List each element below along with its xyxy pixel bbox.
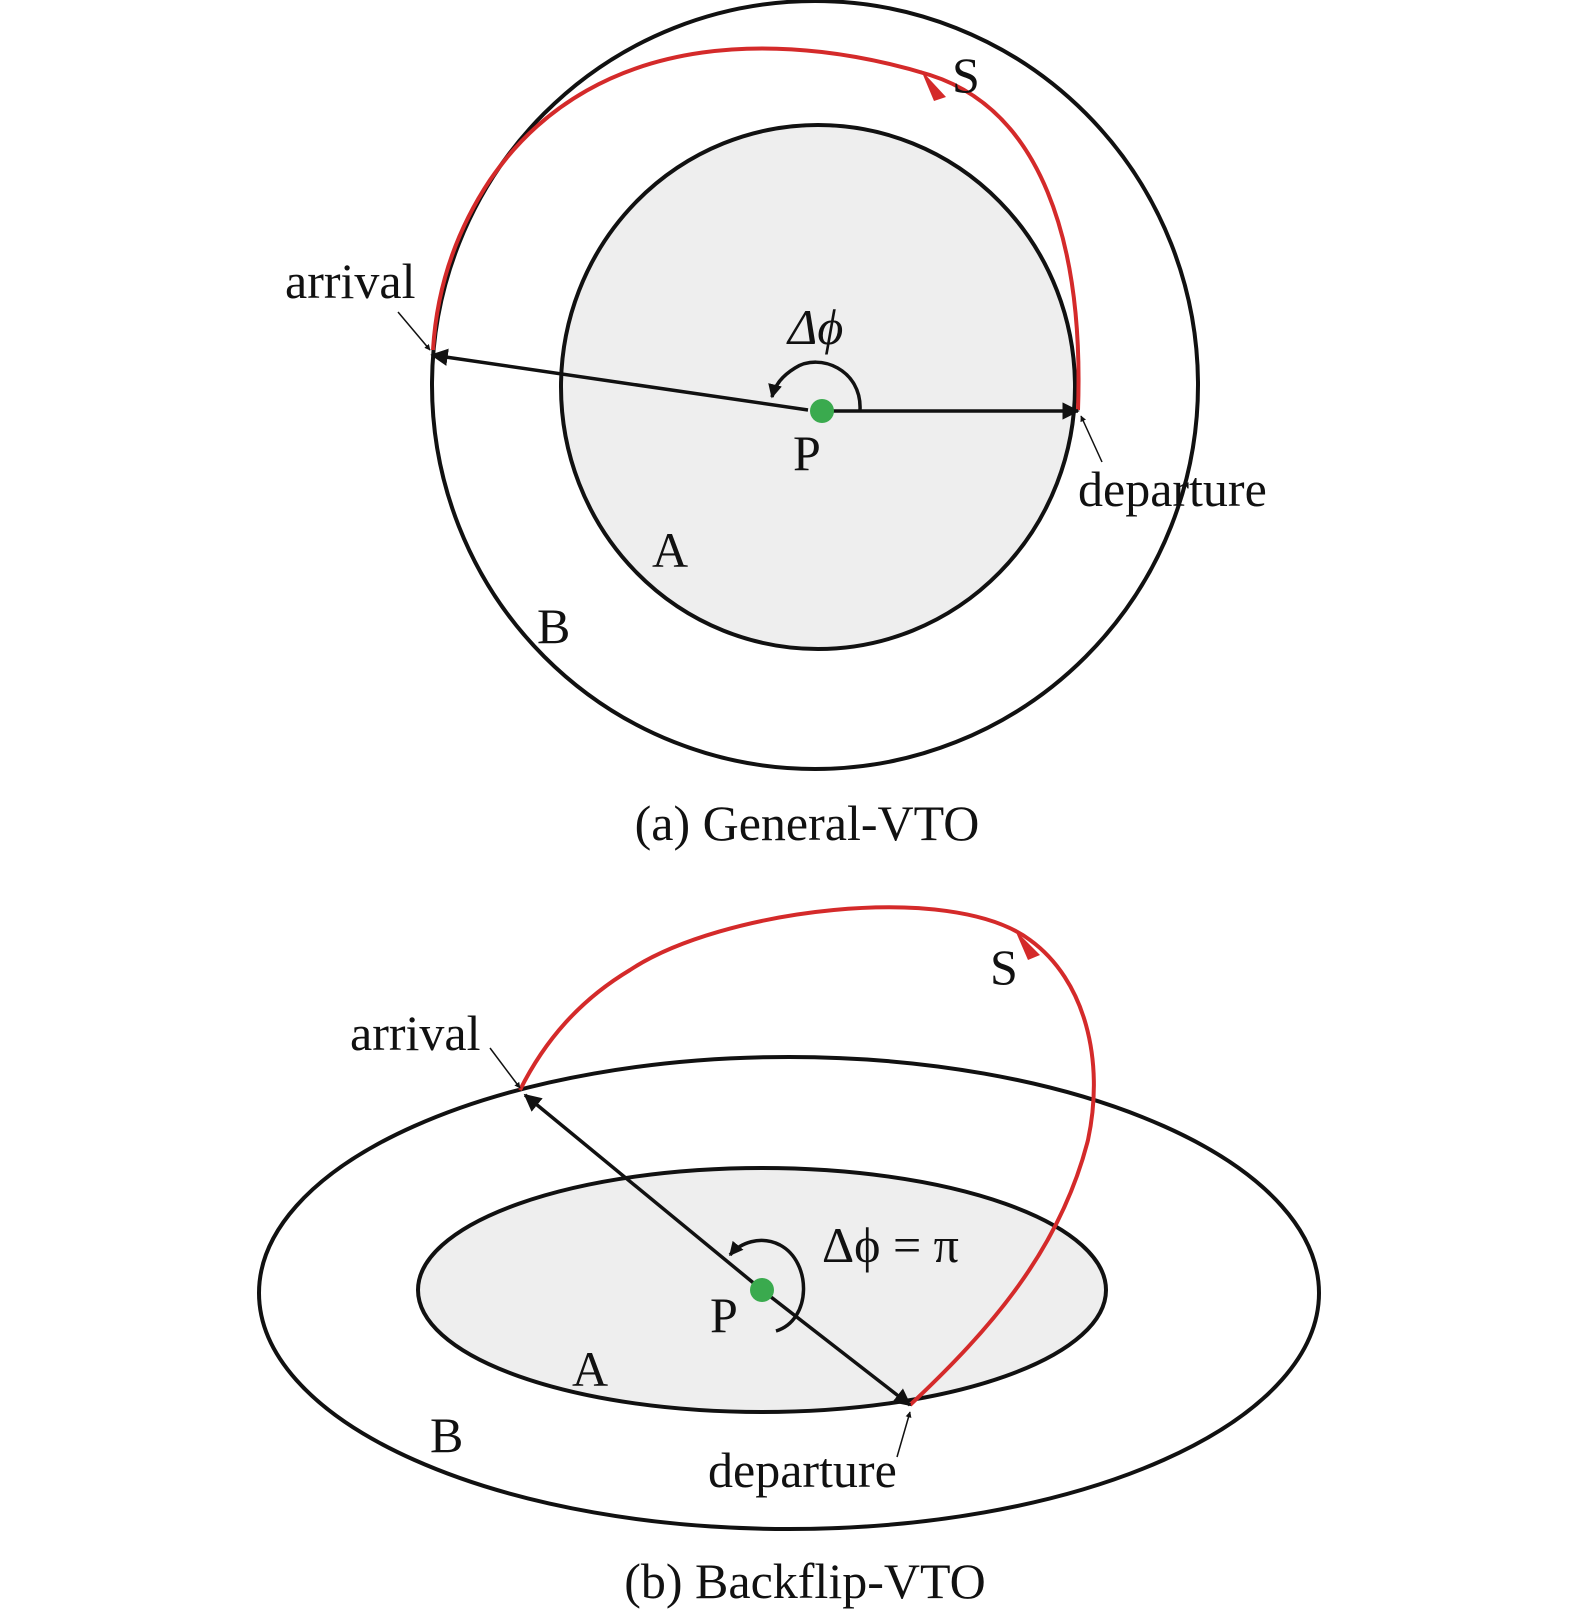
departure-vector xyxy=(760,1288,912,1407)
trajectory-path xyxy=(518,905,1096,1407)
orbit-b-outer xyxy=(257,1055,1321,1531)
label-a: A xyxy=(652,522,688,578)
label-arrival: arrival xyxy=(285,253,415,309)
angle-arc xyxy=(768,360,862,411)
trajectory-arrow-icon xyxy=(1015,930,1040,960)
label-delta-phi: Δϕ xyxy=(786,299,843,355)
arrival-vector xyxy=(523,1093,764,1292)
label-departure: departure xyxy=(708,1442,897,1498)
caption-b: (b) Backflip-VTO xyxy=(624,1553,985,1609)
departure-leader xyxy=(896,1411,912,1458)
orbit-a-inner xyxy=(559,123,1077,651)
angle-arc xyxy=(728,1238,806,1333)
trajectory-path xyxy=(431,46,1081,411)
label-s: S xyxy=(990,939,1018,995)
orbit-b-outer xyxy=(430,0,1200,771)
planet-p xyxy=(810,399,834,423)
label-b: B xyxy=(430,1407,463,1463)
panel-a-general-vto: S arrival Δϕ P departure A B (a) General… xyxy=(285,0,1267,851)
label-arrival: arrival xyxy=(350,1005,480,1061)
label-b: B xyxy=(537,598,570,654)
label-a: A xyxy=(572,1341,608,1397)
arrival-vector xyxy=(430,348,809,412)
label-departure: departure xyxy=(1078,461,1267,517)
label-s: S xyxy=(952,47,980,103)
planet-p xyxy=(750,1278,774,1302)
caption-a: (a) General-VTO xyxy=(635,795,980,851)
label-p: P xyxy=(793,425,821,481)
panel-b-backflip-vto: S arrival Δϕ = π P A B departure (b) Bac… xyxy=(257,905,1321,1609)
trajectory-arrow-icon xyxy=(921,70,946,101)
label-p: P xyxy=(710,1287,738,1343)
arrival-leader xyxy=(489,1047,521,1089)
label-delta-phi: Δϕ = π xyxy=(822,1217,959,1273)
arrival-leader xyxy=(397,311,431,351)
departure-leader xyxy=(1080,415,1103,463)
